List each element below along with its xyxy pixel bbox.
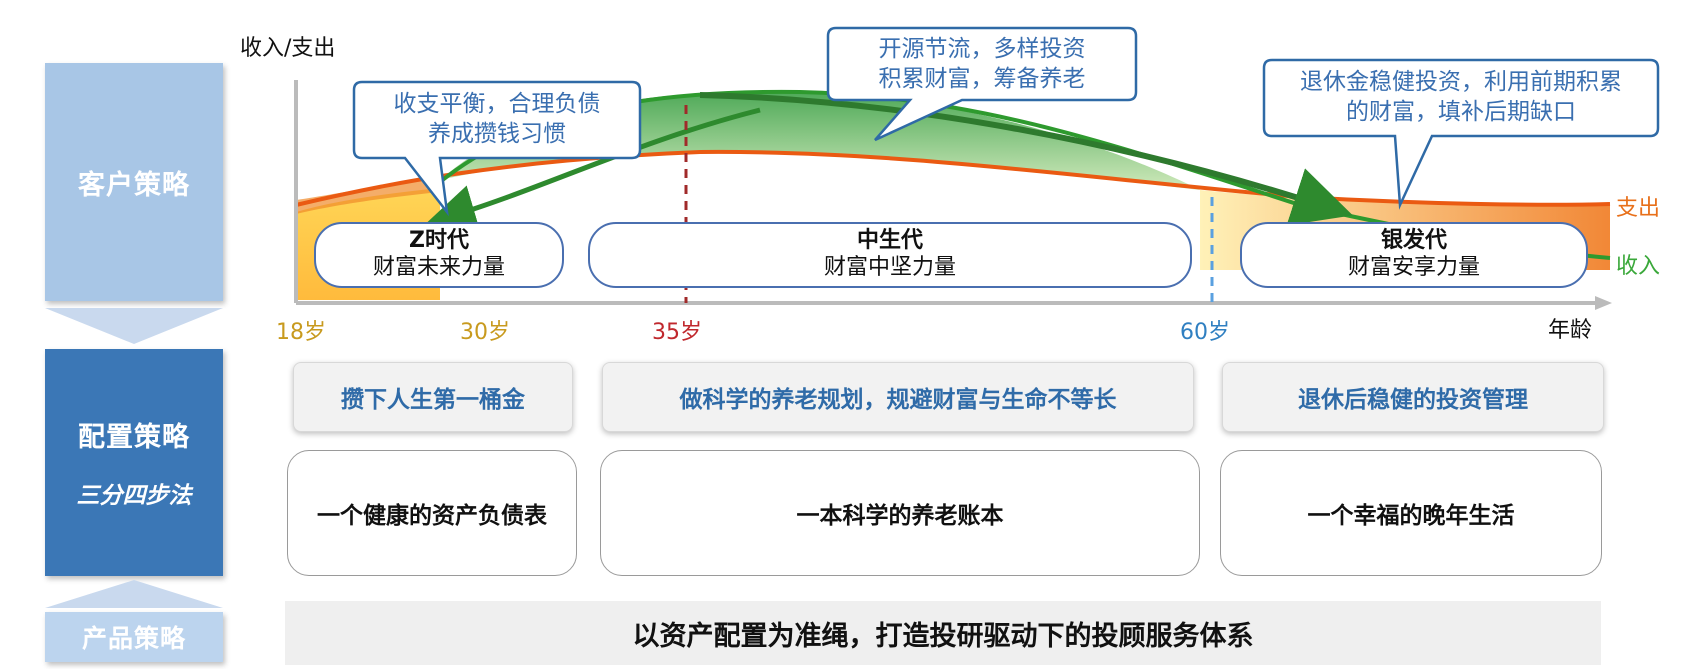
generation-silver: 银发代 财富安享力量 [1240, 222, 1588, 288]
tick-18: 18岁 [276, 320, 326, 345]
customer-strategy-block: 客户策略 [45, 63, 223, 301]
generation-silver-name: 银发代 [1380, 228, 1447, 253]
bottom-banner: 以资产配置为准绳，打造投研驱动下的投顾服务体系 [285, 601, 1601, 665]
generation-middle-desc: 财富中坚力量 [823, 255, 956, 280]
callout-2 [826, 26, 1138, 142]
callout-2-text: 开源节流，多样投资 积累财富，筹备养老 [828, 34, 1136, 94]
tick-30: 30岁 [460, 320, 510, 345]
goal-box-1: 一个健康的资产负债表 [287, 450, 577, 576]
strategy-box-1: 攒下人生第一桶金 [293, 362, 573, 432]
generation-middle: 中生代 财富中坚力量 [588, 222, 1192, 288]
x-axis-arrow [1595, 296, 1612, 310]
generation-silver-desc: 财富安享力量 [1347, 255, 1480, 280]
generation-z-name: Z时代 [409, 228, 469, 253]
arrow-right [699, 92, 1353, 226]
strategy-box-3: 退休后稳健的投资管理 [1222, 362, 1604, 432]
deficit-area-left-top [296, 178, 440, 214]
generation-z: Z时代 财富未来力量 [314, 222, 564, 288]
callout-3-text: 退休金稳健投资，利用前期积累 的财富，填补后期缺口 [1264, 67, 1658, 127]
callout-3-line2: 的财富，填补后期缺口 [1346, 99, 1576, 125]
chevron-up-icon [45, 580, 223, 608]
legend-expense: 支出 [1616, 196, 1661, 221]
generation-middle-name: 中生代 [856, 228, 923, 253]
callout-1-line1: 收支平衡，合理负债 [393, 91, 601, 117]
goal-box-3: 一个幸福的晚年生活 [1220, 450, 1602, 576]
callout-1-text: 收支平衡，合理负债 养成攒钱习惯 [354, 89, 640, 149]
chevron-down-icon [45, 308, 223, 344]
arrow-left [425, 107, 761, 234]
method-label: 三分四步法 [76, 483, 192, 509]
strategy-box-2: 做科学的养老规划，规避财富与生命不等长 [602, 362, 1194, 432]
callout-2-line1: 开源节流，多样投资 [878, 36, 1086, 62]
income-expense-chart [294, 26, 1660, 310]
expense-curve [295, 149, 1611, 207]
legend-income: 收入 [1616, 254, 1661, 279]
generation-z-desc: 财富未来力量 [372, 255, 505, 280]
callout-2-line2: 积累财富，筹备养老 [878, 66, 1086, 92]
callout-3 [1262, 58, 1660, 210]
allocation-strategy-block: 配置策略 三分四步法 [45, 349, 223, 576]
product-strategy-block: 产品策略 [45, 612, 223, 662]
x-axis-label: 年龄 [1548, 318, 1593, 343]
callout-1 [352, 80, 642, 217]
callout-3-line1: 退休金稳健投资，利用前期积累 [1300, 69, 1622, 95]
callout-1-line2: 养成攒钱习惯 [428, 121, 566, 147]
tick-60: 60岁 [1180, 320, 1230, 345]
product-strategy-label: 产品策略 [81, 624, 186, 653]
allocation-strategy-label: 配置策略 [78, 422, 190, 453]
tick-35: 35岁 [652, 320, 702, 345]
goal-box-2: 一本科学的养老账本 [600, 450, 1200, 576]
y-axis-label: 收入/支出 [240, 36, 336, 61]
customer-strategy-label: 客户策略 [78, 169, 190, 201]
